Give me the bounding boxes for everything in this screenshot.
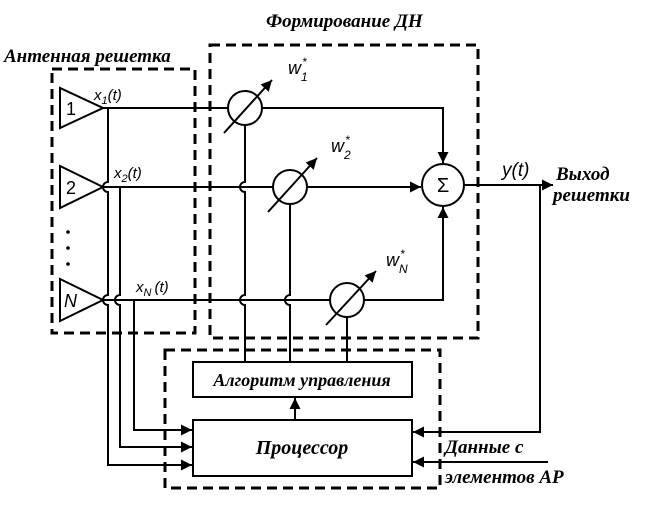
tap-line-n bbox=[133, 300, 192, 436]
summer: Σ bbox=[421, 163, 465, 207]
weight-wn: w*N bbox=[325, 247, 408, 326]
weight-w1: w*1 bbox=[223, 55, 308, 134]
control-unit-boundary bbox=[163, 348, 442, 490]
signal-label-x2: x2(t) bbox=[113, 165, 142, 185]
signal-label-x1: x1(t) bbox=[93, 87, 122, 107]
data-input-label-line2: элементов АР bbox=[444, 467, 564, 488]
multiplier-icon bbox=[329, 282, 365, 318]
antenna-triangle-icon bbox=[59, 86, 106, 130]
element-number: N bbox=[64, 291, 78, 311]
adjustable-arrow-icon bbox=[267, 157, 318, 213]
algorithm-box bbox=[192, 361, 413, 398]
weight-label-w1: w*1 bbox=[288, 55, 308, 84]
output-signal-label: y(t) bbox=[500, 160, 529, 181]
beamforming-boundary bbox=[208, 43, 480, 340]
weight-w2: w*2 bbox=[267, 133, 351, 213]
sigma-icon: Σ bbox=[437, 175, 449, 197]
processor-block: Процессор bbox=[192, 419, 413, 477]
adjustable-arrow-icon bbox=[223, 79, 273, 134]
control-line-w1 bbox=[239, 125, 246, 362]
ellipsis-dots bbox=[66, 230, 70, 266]
processor-box bbox=[192, 419, 413, 477]
array-title: Антенная решетка bbox=[3, 46, 171, 67]
beamforming-title: Формирование ДН bbox=[266, 11, 424, 32]
tap-line-2 bbox=[114, 187, 192, 453]
algorithm-label: Алгоритм управления bbox=[212, 370, 390, 390]
antenna-element-n: N bbox=[59, 277, 106, 323]
output-label-line1: Выход bbox=[555, 164, 610, 185]
antenna-triangle-icon bbox=[59, 277, 106, 323]
antenna-triangle-icon bbox=[59, 164, 106, 210]
weight-label-wn: w*N bbox=[386, 247, 408, 276]
processor-label: Процессор bbox=[255, 437, 349, 459]
data-input-label-line1: Данные с bbox=[443, 437, 524, 458]
algorithm-block: Алгоритм управления bbox=[192, 361, 413, 398]
tap-line-1 bbox=[102, 108, 192, 471]
weighted-branch-n bbox=[364, 207, 449, 301]
antenna-element-1: 1 bbox=[59, 86, 106, 130]
output-label-line2: решетки bbox=[551, 185, 630, 206]
weighted-branch-1 bbox=[262, 107, 449, 163]
weight-label-w2: w*2 bbox=[331, 133, 351, 162]
antenna-element-2: 2 bbox=[59, 164, 106, 210]
adjustable-arrow-icon bbox=[325, 270, 377, 326]
element-number: 1 bbox=[66, 99, 76, 119]
control-line-w2 bbox=[284, 204, 291, 362]
signal-label-xn: xN(t) bbox=[135, 279, 169, 299]
antenna-array-boundary bbox=[50, 67, 197, 335]
feedback-line bbox=[413, 185, 541, 438]
element-number: 2 bbox=[66, 178, 76, 198]
